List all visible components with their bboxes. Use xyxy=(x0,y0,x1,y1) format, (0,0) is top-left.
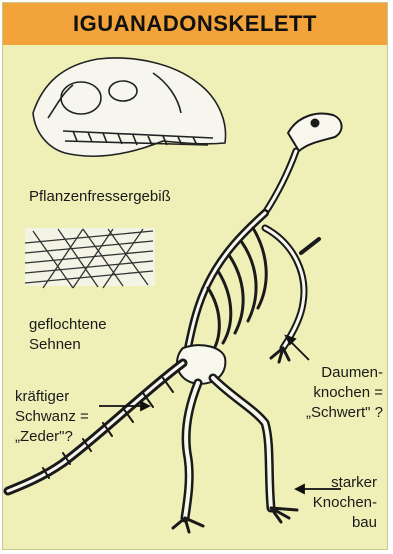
illustration xyxy=(3,3,388,550)
bone-label: starker Knochen- bau xyxy=(313,473,377,533)
skull-drawing xyxy=(33,58,226,156)
tendon-drawing xyxy=(25,228,155,288)
skull-label: Pflanzenfressergebiß xyxy=(29,187,171,207)
tendons-label: geflochtene Sehnen xyxy=(29,315,107,355)
tail-label: kräftiger Schwanz = „Zeder"? xyxy=(15,387,89,447)
thumb-label: Daumen- knochen = „Schwert" ? xyxy=(306,363,383,423)
figure-panel: IGUANADONSKELETT xyxy=(2,2,388,550)
